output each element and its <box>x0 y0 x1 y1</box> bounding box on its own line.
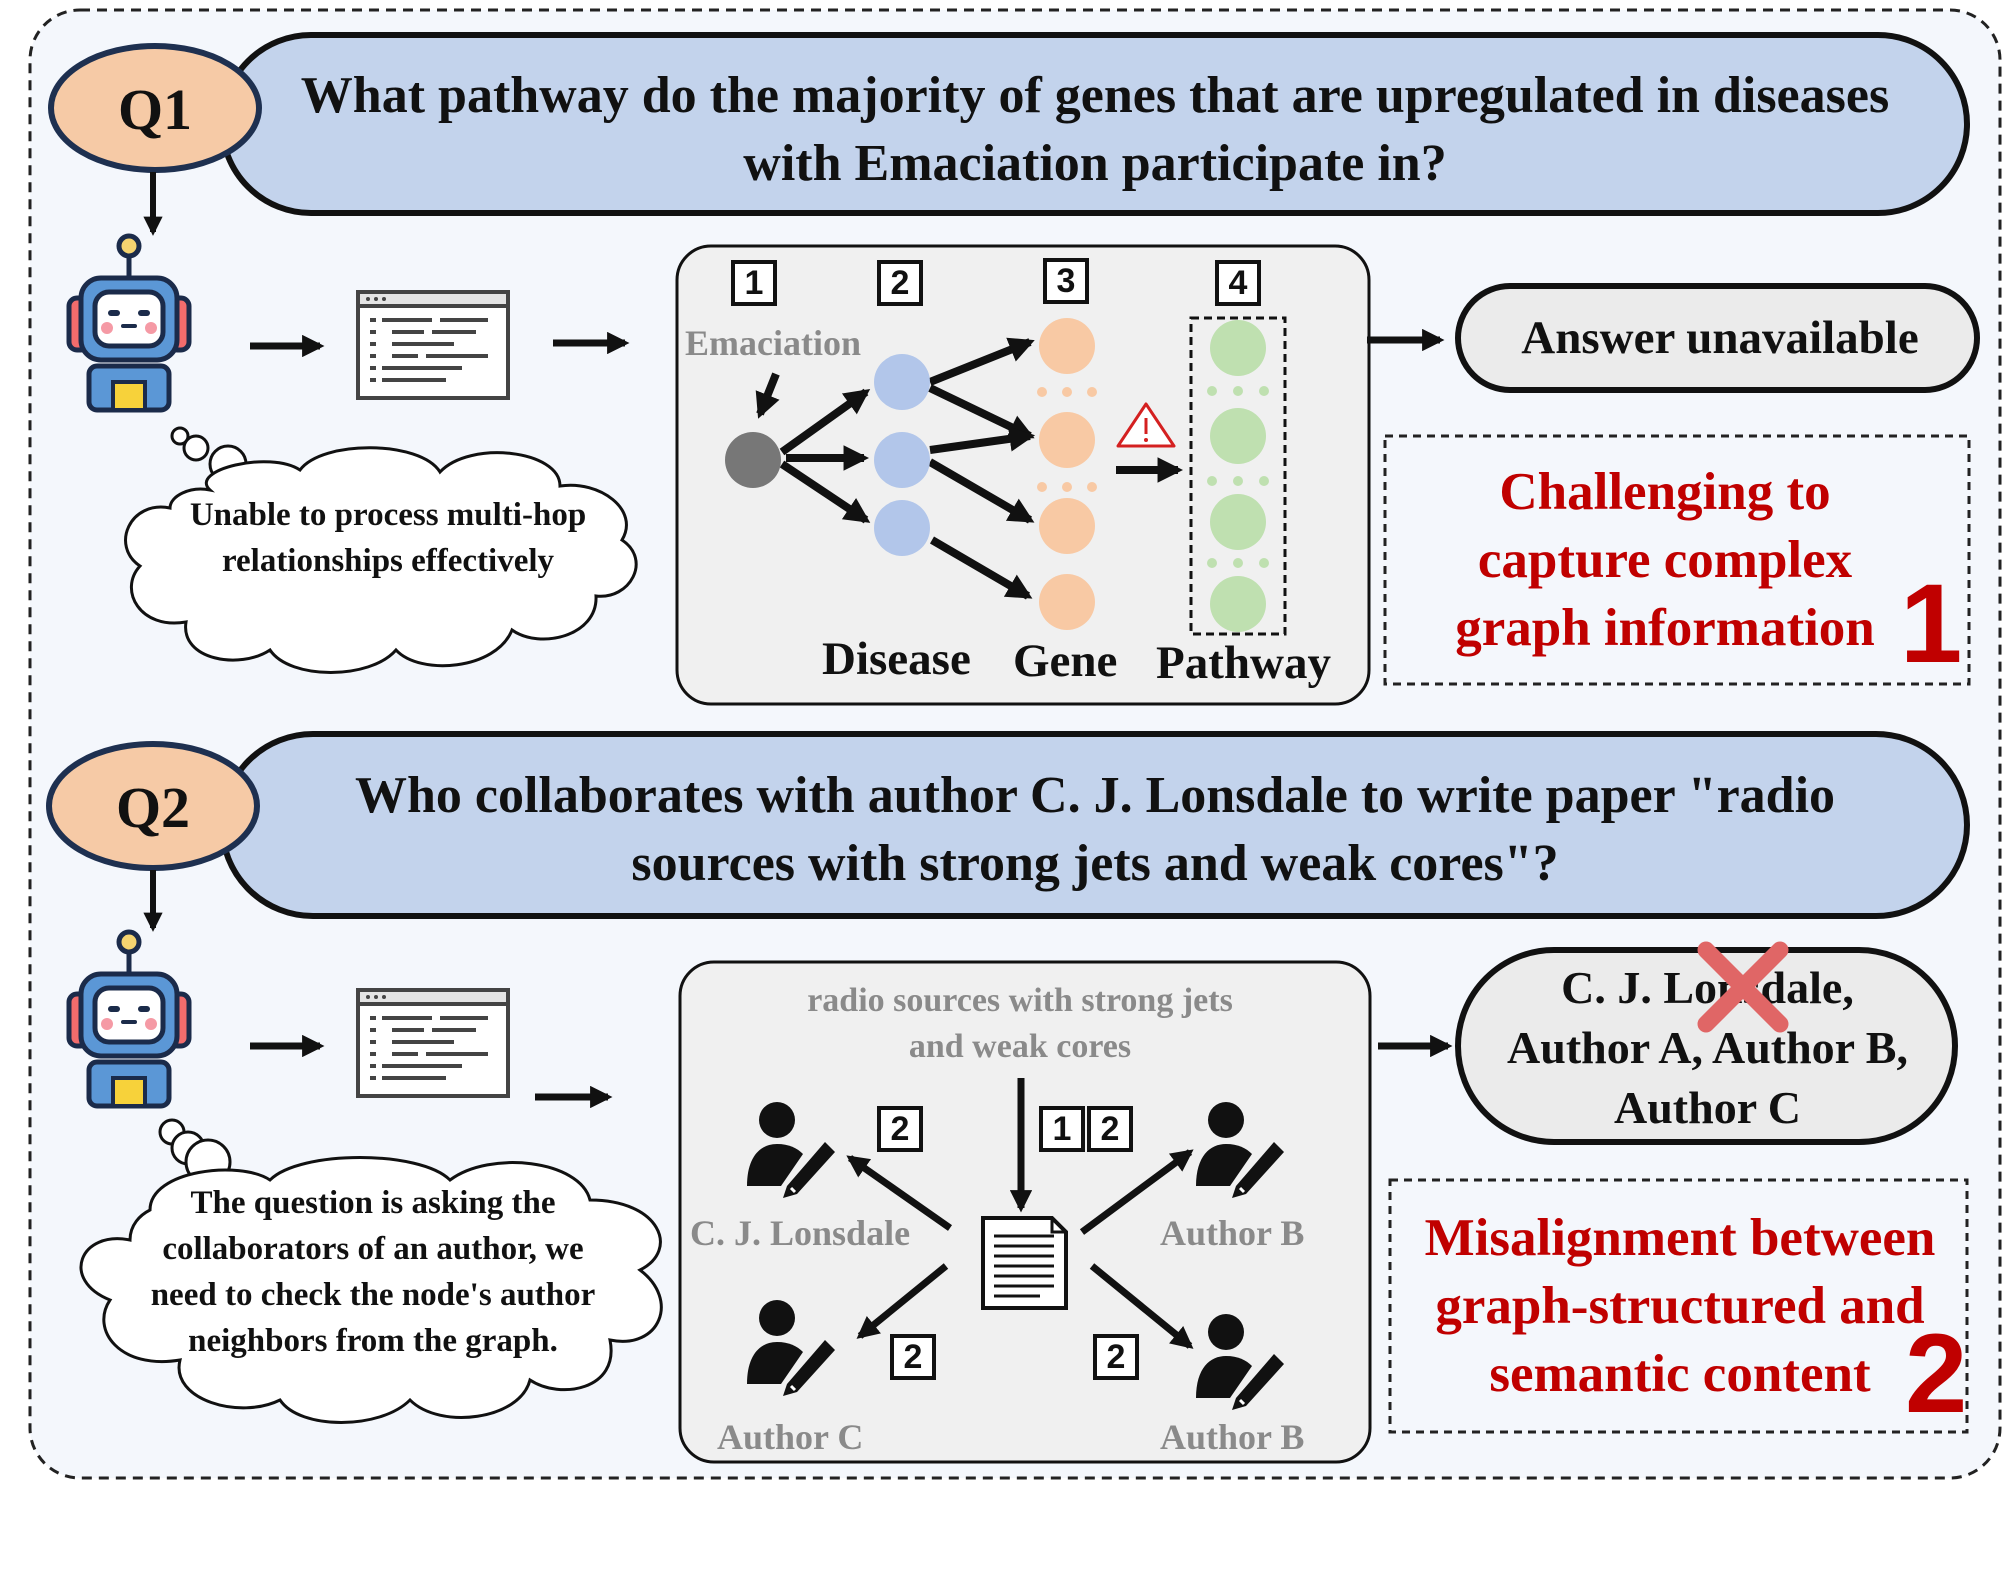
q1-answer-text: Answer unavailable <box>1521 312 1919 364</box>
disease-node <box>874 354 930 410</box>
step-badge: 2 <box>1093 1334 1139 1380</box>
challenge-number: 1 <box>1900 561 1963 686</box>
pathway-node <box>1210 408 1266 464</box>
author-label-b: Author B <box>1160 1213 1305 1253</box>
emaciation-label: Emaciation <box>685 323 861 363</box>
pathway-group <box>1189 316 1287 636</box>
q2-thought-text: The question is asking the collaborators… <box>150 1185 596 1359</box>
pathway-node <box>1210 576 1266 632</box>
step-badge: 4 <box>1215 260 1261 306</box>
document-icon <box>981 1216 1068 1310</box>
step-badge: 1 <box>731 260 777 306</box>
step-badge: 2 <box>1087 1106 1133 1152</box>
disease-column-label: Disease <box>822 633 971 685</box>
pathway-node <box>1210 494 1266 550</box>
q1-graph-box <box>675 244 1371 706</box>
q2-badge-label: Q2 <box>115 775 191 840</box>
code-window-icon <box>356 290 510 400</box>
gene-node <box>1039 574 1095 630</box>
emaciation-node <box>725 432 781 488</box>
q1-badge-label: Q1 <box>117 77 193 142</box>
q1-thought-text: Unable to process multi-hop relationship… <box>189 497 587 579</box>
q1-challenge-box <box>1383 434 1971 686</box>
q2-challenge-text: Misalignment between graph-structured an… <box>1424 1209 1936 1403</box>
thought-cloud <box>124 426 638 674</box>
q2-question-text: Who collaborates with author C. J. Lonsd… <box>354 767 1836 892</box>
warning-triangle-icon <box>1116 402 1176 448</box>
q2-challenge-box <box>1388 1178 1969 1434</box>
q2-badge <box>46 741 260 871</box>
pathway-column-label: Pathway <box>1156 637 1331 689</box>
author-label-lonsdale: C. J. Lonsdale <box>690 1213 911 1253</box>
disease-node <box>874 500 930 556</box>
challenge-number: 2 <box>1905 1311 1968 1436</box>
gene-node <box>1039 412 1095 468</box>
q1-answer-box <box>1455 283 1980 393</box>
author-label-b: Author B <box>1160 1417 1305 1457</box>
q2-answer-text: C. J. Lonsdale, Author A, Author B, Auth… <box>1507 962 1908 1133</box>
gene-node <box>1039 318 1095 374</box>
paper-title-label: radio sources with strong jets and weak … <box>807 982 1233 1065</box>
thought-cloud <box>79 1118 663 1424</box>
author-label-c: Author C <box>717 1417 864 1457</box>
q1-question-text: What pathway do the majority of genes th… <box>300 67 1890 192</box>
pathway-node <box>1210 320 1266 376</box>
gene-column-label: Gene <box>1013 635 1118 687</box>
gene-node <box>1039 498 1095 554</box>
step-badge: 2 <box>890 1334 936 1380</box>
step-badge: 2 <box>877 1106 923 1152</box>
step-badge: 1 <box>1039 1106 1085 1152</box>
step-badge: 3 <box>1043 258 1089 304</box>
step-badge: 2 <box>877 260 923 306</box>
code-window-icon <box>356 988 510 1098</box>
q1-badge <box>48 43 262 173</box>
q1-challenge-text: Challenging to capture complex graph inf… <box>1455 463 1875 657</box>
cross-mark-icon <box>1697 941 1789 1033</box>
disease-node <box>874 432 930 488</box>
